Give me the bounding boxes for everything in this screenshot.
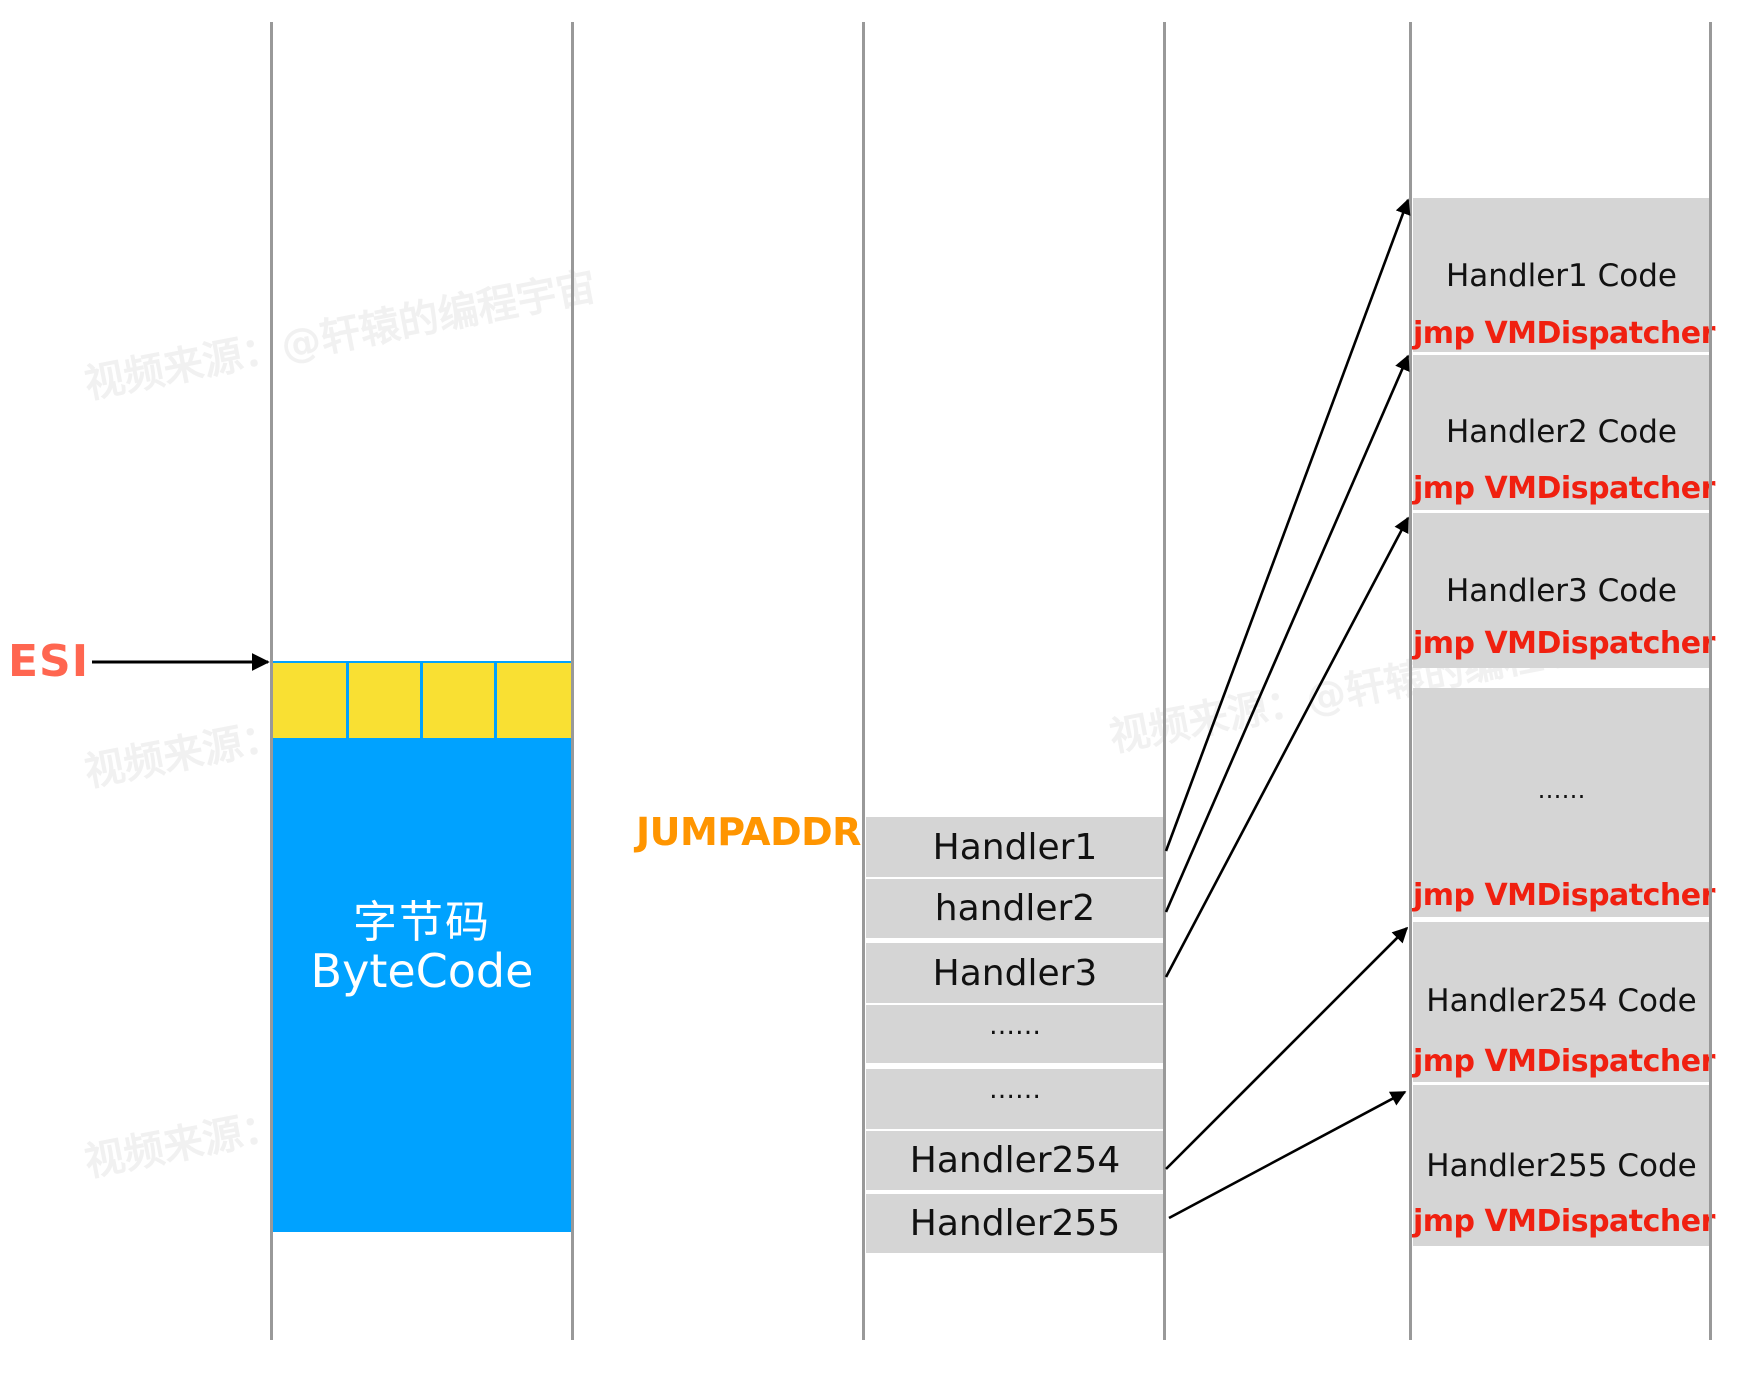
- handler-code-block: Handler255 Code jmp VMDispatcher: [1413, 1085, 1715, 1246]
- jmp-instruction: jmp VMDispatcher: [1413, 471, 1715, 506]
- handler-code-title: Handler2 Code: [1445, 414, 1677, 450]
- dispatch-arrow: [1164, 198, 1411, 852]
- bytecode-block: 字节码 ByteCode: [273, 738, 571, 1232]
- handler-code-title: Handler3 Code: [1445, 573, 1677, 609]
- jump-table-ellipsis: ……: [989, 1011, 1041, 1041]
- byte-cell-divider: [346, 663, 349, 738]
- handler-code-title: Handler255 Code: [1426, 1148, 1697, 1184]
- jump-table-row: Handler255: [866, 1194, 1164, 1253]
- jump-table-row: ……: [866, 1005, 1164, 1063]
- column-divider: [1409, 22, 1412, 1340]
- jump-table-entry: Handler1: [932, 826, 1098, 868]
- esi-register-label: ESI: [8, 636, 90, 687]
- handler-code-title: Handler1 Code: [1445, 258, 1677, 294]
- jump-table-entry: Handler254: [909, 1140, 1121, 1181]
- watermark: 视频来源：: [80, 1102, 286, 1187]
- jump-table-ellipsis: ……: [989, 1075, 1041, 1105]
- jmp-instruction: jmp VMDispatcher: [1413, 1204, 1715, 1239]
- column-divider: [571, 22, 574, 1340]
- column-divider: [1163, 22, 1166, 1340]
- jump-table-row: ……: [866, 1069, 1164, 1129]
- jump-table-row: Handler254: [866, 1131, 1164, 1190]
- bytecode-label-cn: 字节码: [353, 897, 491, 948]
- column-divider: [862, 22, 865, 1340]
- byte-cell-divider: [494, 663, 497, 738]
- jump-table-entry: Handler255: [909, 1203, 1121, 1244]
- handler-code-block: …… jmp VMDispatcher: [1413, 688, 1715, 917]
- jmp-instruction: jmp VMDispatcher: [1413, 878, 1715, 913]
- jump-table-row: handler2: [866, 879, 1164, 938]
- jump-table-entry: Handler3: [932, 952, 1098, 994]
- column-divider: [270, 22, 273, 1340]
- handler-code-block: Handler1 Code jmp VMDispatcher: [1413, 198, 1715, 352]
- byte-cell-divider: [420, 663, 423, 738]
- handler-code-block: Handler254 Code jmp VMDispatcher: [1413, 922, 1715, 1082]
- watermark: 视频来源：@轩辕的编程宇宙: [80, 263, 601, 409]
- handler-code-block: Handler3 Code jmp VMDispatcher: [1413, 513, 1715, 668]
- dispatch-arrow: [1164, 354, 1410, 913]
- column-divider: [1709, 22, 1712, 1340]
- dispatch-arrow: [1168, 1090, 1407, 1220]
- dispatch-arrow: [1165, 926, 1409, 1170]
- watermark: 视频来源：: [80, 712, 286, 797]
- bytecode-label-en: ByteCode: [310, 944, 534, 998]
- jump-table-entry: handler2: [934, 888, 1096, 929]
- handler-code-title: Handler254 Code: [1426, 983, 1697, 1019]
- jmp-instruction: jmp VMDispatcher: [1413, 1044, 1715, 1079]
- jmp-instruction: jmp VMDispatcher: [1413, 626, 1715, 661]
- jumpaddr-label: JUMPADDR: [636, 810, 861, 854]
- dispatch-arrow: [1164, 516, 1410, 978]
- jmp-instruction: jmp VMDispatcher: [1413, 316, 1715, 351]
- handler-code-block: Handler2 Code jmp VMDispatcher: [1413, 355, 1715, 510]
- bytecode-bytes-row: [273, 661, 571, 738]
- jump-table-row: Handler3: [866, 943, 1164, 1003]
- jump-table-row: Handler1: [866, 817, 1164, 877]
- handler-code-ellipsis: ……: [1537, 776, 1586, 804]
